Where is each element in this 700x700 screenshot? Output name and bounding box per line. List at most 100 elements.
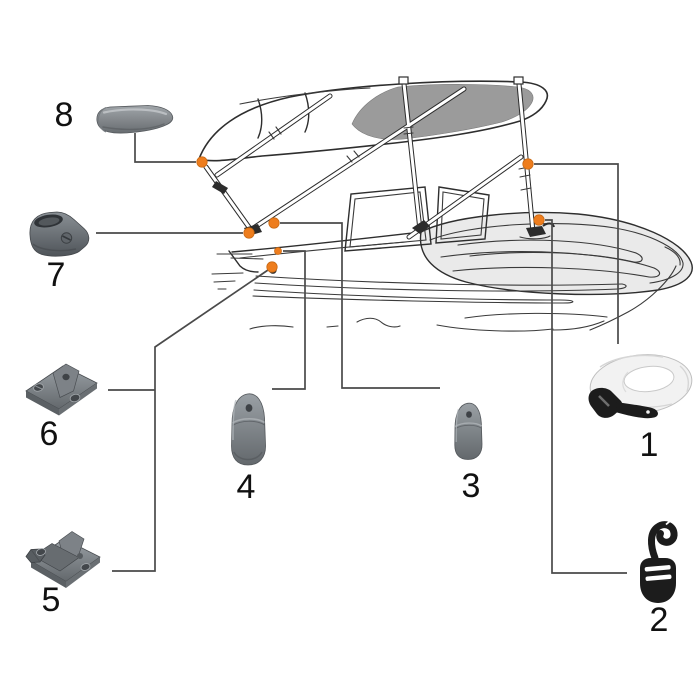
- strap-shade-4: [622, 371, 629, 393]
- dot-grip: [196, 156, 208, 168]
- strap-buckle-slot: [598, 395, 610, 407]
- part-number-6: 6: [39, 415, 59, 453]
- snap-hook-body: [640, 558, 676, 603]
- callout-line-part1: [534, 163, 619, 344]
- snap-hook-slot-1: [644, 565, 671, 572]
- hull-chine-1a: [255, 275, 623, 286]
- hull-chine-2b: [252, 295, 574, 304]
- deck-hinge-screw-hole-2: [69, 393, 81, 403]
- swivel-deck-hinge-part-image: [25, 531, 101, 588]
- eye-end-small-hole: [466, 411, 472, 418]
- attachment-dots: [196, 156, 545, 273]
- aft-joint-fitting: [212, 181, 228, 194]
- transom-edge: [228, 250, 259, 273]
- eye-end-large-seam-shadow: [232, 420, 265, 426]
- grip-part-image: [96, 105, 174, 134]
- water-wave-6: [552, 320, 605, 331]
- water-wave-5: [464, 312, 608, 319]
- water-dash-2: [213, 280, 236, 283]
- strap-part-image: [588, 354, 693, 419]
- dot-eye-end-small: [268, 217, 280, 229]
- part-number-2: 2: [649, 601, 669, 639]
- grip-highlight: [102, 108, 168, 116]
- callout-line-part4: [272, 250, 306, 390]
- front-pole: [517, 82, 535, 234]
- eye-end-large-seam: [232, 418, 265, 424]
- front-deck-fitting: [526, 226, 546, 237]
- bow-deck: [419, 211, 693, 296]
- callout-lines: [96, 133, 627, 574]
- snap-hook-gate: [648, 521, 678, 562]
- callout-line-part2: [545, 219, 627, 574]
- aft-strut-sleeve: [268, 126, 282, 140]
- part-number-7: 7: [46, 256, 66, 294]
- swivel-hinge-screw-hole-1: [36, 548, 46, 556]
- stern-line-2: [230, 257, 264, 260]
- callout-line-parts5-6: [108, 269, 269, 572]
- deck-swoosh-1a: [457, 239, 637, 254]
- middle-deck-fitting: [412, 220, 430, 234]
- strap-shade-1: [599, 354, 664, 368]
- hull-chine-2a: [253, 289, 561, 301]
- snap-hook-slot-2: [645, 574, 672, 581]
- deck-hinge-lug: [52, 363, 80, 398]
- water-dash-1: [211, 272, 244, 275]
- callout-line-part8: [134, 133, 196, 163]
- snap-hook-part-image: [640, 518, 678, 603]
- part-number-5: 5: [41, 581, 61, 619]
- long-strut-sleeve: [346, 150, 360, 163]
- canvas-edge-curve: [239, 87, 371, 105]
- strap-hook-arm: [616, 402, 658, 419]
- middle-pole-cap: [398, 76, 409, 85]
- bow-stem: [589, 265, 677, 331]
- deck-hinge-screw-slot: [35, 385, 43, 390]
- strap-coil-hole: [623, 365, 675, 393]
- deck-hinge-base-front: [26, 391, 59, 416]
- water-wave-1: [249, 325, 294, 330]
- deck-swoosh-1b: [633, 252, 643, 263]
- canvas-seam-1: [257, 98, 263, 139]
- boat-illustration: [197, 76, 693, 332]
- deck-swoosh-2c: [452, 266, 650, 278]
- gunwale-line: [231, 231, 422, 253]
- swivel-hinge-hex-facet: [30, 549, 41, 563]
- windshield-left-panel: [344, 186, 432, 252]
- water-wave-3: [356, 317, 401, 328]
- windshield: [344, 186, 490, 252]
- bow-tip-arc: [664, 246, 681, 266]
- strap-shade-3: [679, 365, 689, 393]
- swivel-hinge-screw-hole-2: [80, 563, 91, 571]
- part-number-3: 3: [461, 467, 481, 505]
- middle-pole: [402, 82, 422, 232]
- eye-end-small-body: [454, 402, 483, 460]
- deck-inner-rim: [429, 223, 684, 284]
- long-strut: [250, 87, 466, 231]
- callout-line-part3: [280, 222, 440, 389]
- grip-end-cap: [97, 106, 107, 133]
- eye-end-large-bottom-shade: [233, 451, 263, 461]
- water-lines: [211, 272, 608, 332]
- eye-end-large-body: [231, 393, 266, 466]
- jaw-slide-part-image: [29, 211, 90, 257]
- deck-swoosh-2a: [440, 251, 655, 269]
- dot-deck-hinge: [266, 261, 278, 273]
- aft-leg: [204, 165, 253, 232]
- hull: [216, 211, 693, 331]
- dot-jaw-slide: [243, 227, 255, 239]
- dot-eye-end-large: [274, 247, 282, 255]
- eye-end-small-seam: [454, 422, 482, 428]
- grip-shadow: [102, 123, 165, 131]
- windshield-right-inner: [440, 191, 485, 240]
- front-pole-cap: [513, 76, 524, 85]
- hull-chine-1b: [617, 283, 627, 290]
- eye-end-large-part-image: [231, 393, 266, 466]
- deck-hinge-part-image: [25, 363, 98, 416]
- jaw-slide-opening-rim: [38, 217, 60, 226]
- eye-end-small-part-image: [454, 402, 483, 460]
- jaw-slide-shade: [32, 243, 77, 252]
- part-number-8: 8: [54, 96, 74, 134]
- water-wave-4: [436, 324, 554, 332]
- swivel-hinge-base-front: [31, 561, 66, 588]
- dot-strap: [522, 158, 534, 170]
